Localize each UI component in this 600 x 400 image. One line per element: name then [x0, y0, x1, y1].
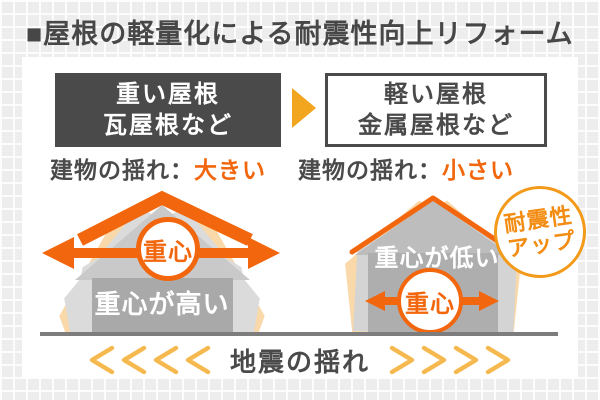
- quake-left-chevrons-icon: [89, 345, 211, 375]
- light-cog-circle: 重心: [397, 268, 463, 334]
- light-shake-prefix: 建物の揺れ：: [298, 157, 442, 183]
- heavy-shake-value: 大きい: [194, 157, 266, 183]
- right-triangle-arrow-icon: [292, 88, 316, 128]
- heavy-shake-label: 建物の揺れ：大きい: [50, 151, 266, 185]
- heavy-cog-circle: 重心: [136, 217, 200, 281]
- light-roof-box: 軽い屋根 金属屋根など: [325, 73, 547, 147]
- heavy-cog-label: 重心: [143, 238, 193, 266]
- ground-line: [40, 332, 558, 336]
- light-shake-label: 建物の揺れ：小さい: [298, 151, 514, 185]
- heavy-roof-box: 重い屋根 瓦屋根など: [55, 73, 281, 147]
- heavy-shake-prefix: 建物の揺れ：: [50, 157, 194, 183]
- quake-row: 地震の揺れ: [60, 343, 540, 377]
- light-shake-value: 小さい: [442, 157, 514, 183]
- light-roof-line2: 金属屋根など: [358, 112, 514, 139]
- page-title: ■屋根の軽量化による耐震性向上リフォーム: [26, 19, 574, 49]
- light-house-caption: 重心が低い: [374, 245, 500, 272]
- light-roof-line1: 軽い屋根: [384, 80, 488, 108]
- heavy-house-caption: 重心が高い: [94, 289, 230, 319]
- heavy-roof-line2: 瓦屋根など: [103, 112, 233, 139]
- light-cog-label: 重心: [405, 290, 455, 318]
- quake-right-chevrons-icon: [389, 345, 511, 375]
- heavy-roof-line1: 重い屋根: [116, 80, 220, 108]
- quake-label: 地震の揺れ: [229, 346, 370, 377]
